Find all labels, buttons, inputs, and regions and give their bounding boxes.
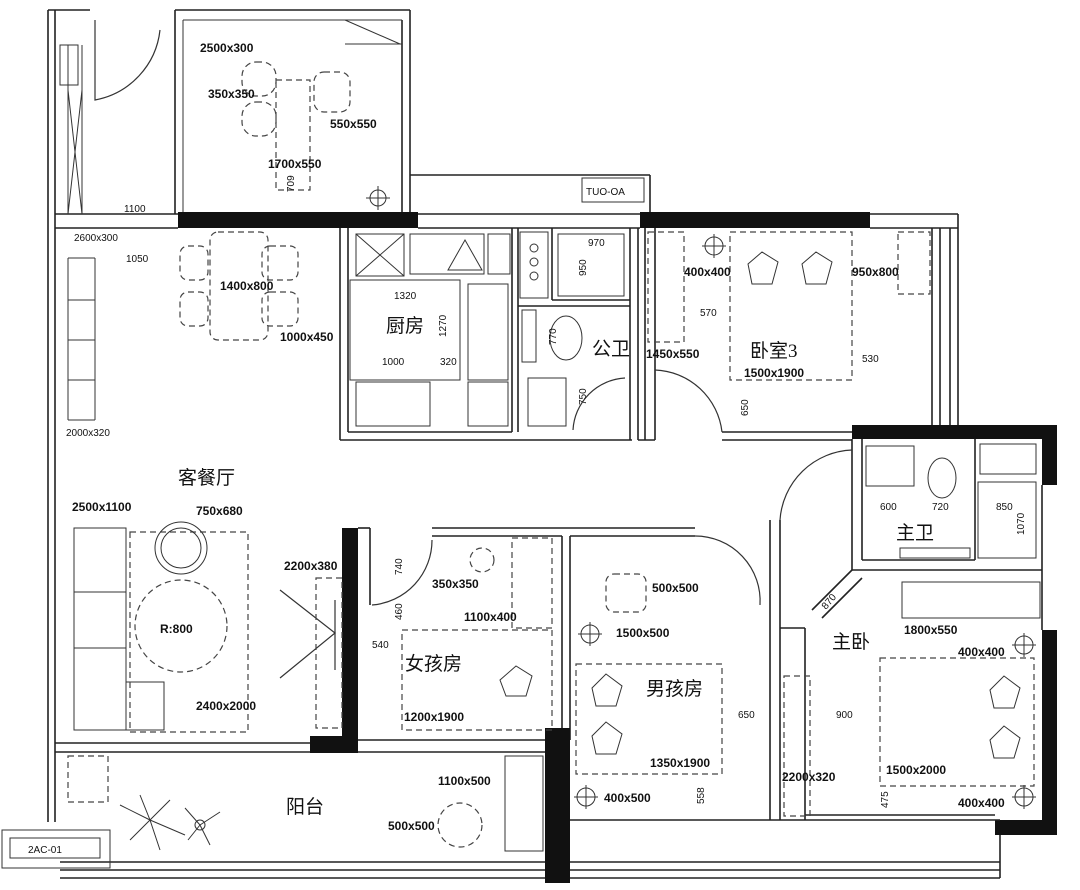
dim-label: 558 xyxy=(696,787,707,804)
room-label-boy-room: 男孩房 xyxy=(646,678,703,700)
dim-label: 1100x400 xyxy=(464,610,517,624)
dim-label: 550x550 xyxy=(330,117,377,131)
dim-label: 650 xyxy=(738,710,755,721)
dim-label: 770 xyxy=(548,328,559,345)
room-labels: 客餐厅 厨房 公卫 卧室3 主卫 主卧 女孩房 男孩房 阳台 xyxy=(178,315,934,818)
dim-label: 600 xyxy=(880,502,897,513)
dim-label: 350x350 xyxy=(432,577,479,591)
dim-label: 1000x450 xyxy=(280,330,334,344)
dim-label: 2500x300 xyxy=(200,41,254,55)
dim-label: 400x400 xyxy=(958,645,1005,659)
dim-label: 1320 xyxy=(394,291,417,302)
room-label-public-bath: 公卫 xyxy=(592,339,630,360)
dim-label: 1350x1900 xyxy=(650,756,710,770)
dim-label: 1450x550 xyxy=(646,347,700,361)
dim-label: 970 xyxy=(588,238,605,249)
dim-label: 400x400 xyxy=(684,265,731,279)
dim-label: 2200x320 xyxy=(782,770,836,784)
dim-label: 870 xyxy=(820,592,839,612)
dim-label: 750 xyxy=(578,388,589,405)
dim-label: 475 xyxy=(880,791,891,808)
dim-label: 2500x1100 xyxy=(72,500,132,514)
dim-label: 1200x1900 xyxy=(404,710,464,724)
dim-label: 400x500 xyxy=(604,791,651,805)
dim-label: 650 xyxy=(740,399,751,416)
doors xyxy=(94,20,853,679)
dim-label: 2200x380 xyxy=(284,559,338,573)
ac-tag-top: TUO-OA xyxy=(586,187,625,198)
dim-label: 570 xyxy=(700,308,717,319)
ac-tag-bottom: 2AC-01 xyxy=(28,845,62,856)
furniture xyxy=(1,61,1041,869)
room-label-girl-room: 女孩房 xyxy=(405,653,462,675)
dim-label: 540 xyxy=(372,640,389,651)
dim-label: 1100 xyxy=(124,204,146,215)
dim-label: 1700x550 xyxy=(268,157,322,171)
room-label-balcony: 阳台 xyxy=(286,796,324,818)
dim-label: 740 xyxy=(394,558,405,575)
dim-label: 2600x300 xyxy=(74,233,118,244)
dim-label: 1100x500 xyxy=(438,774,491,788)
dim-label: 1270 xyxy=(438,314,449,337)
dim-label: 720 xyxy=(932,502,949,513)
dimension-labels: 2500x300 350x350 550x550 1700x550 709 11… xyxy=(66,41,1027,833)
dim-label: 1400x800 xyxy=(220,279,274,293)
dim-label: 1500x1900 xyxy=(744,366,804,380)
dim-label: 350x350 xyxy=(208,87,255,101)
dim-label: 400x400 xyxy=(958,796,1005,810)
dim-label: 709 xyxy=(286,175,297,192)
windows xyxy=(59,44,931,421)
dim-label: 500x500 xyxy=(652,581,699,595)
dim-label: 2000x320 xyxy=(66,428,110,439)
plant-icon xyxy=(119,794,221,851)
dim-label: 500x500 xyxy=(388,819,435,833)
room-label-master-bed: 主卧 xyxy=(832,631,870,653)
dim-label: 750x680 xyxy=(196,504,243,518)
room-label-master-bath: 主卫 xyxy=(896,522,934,544)
dim-label: 900 xyxy=(836,710,853,721)
dim-label: 1500x500 xyxy=(616,626,670,640)
room-label-kitchen: 厨房 xyxy=(386,315,424,337)
dim-label: 950x800 xyxy=(852,265,899,279)
dim-label: 950 xyxy=(578,259,589,276)
dim-label: 1500x2000 xyxy=(886,763,946,777)
dim-label: 1800x550 xyxy=(904,623,958,637)
room-label-bedroom3: 卧室3 xyxy=(750,340,798,362)
dim-label: 530 xyxy=(862,354,879,365)
dim-label: 1070 xyxy=(1016,512,1027,535)
dim-label: 850 xyxy=(996,502,1013,513)
dim-label: 1050 xyxy=(126,254,149,265)
dim-label: 460 xyxy=(394,603,405,620)
dim-label: 320 xyxy=(440,357,457,368)
dim-label: R:800 xyxy=(160,622,193,636)
dim-label: 2400x2000 xyxy=(196,699,256,713)
room-label-living: 客餐厅 xyxy=(178,467,235,489)
walls xyxy=(47,9,1057,883)
dim-label: 1000 xyxy=(382,357,405,368)
equipment-tags: TUO-OA 2AC-01 xyxy=(28,187,625,856)
